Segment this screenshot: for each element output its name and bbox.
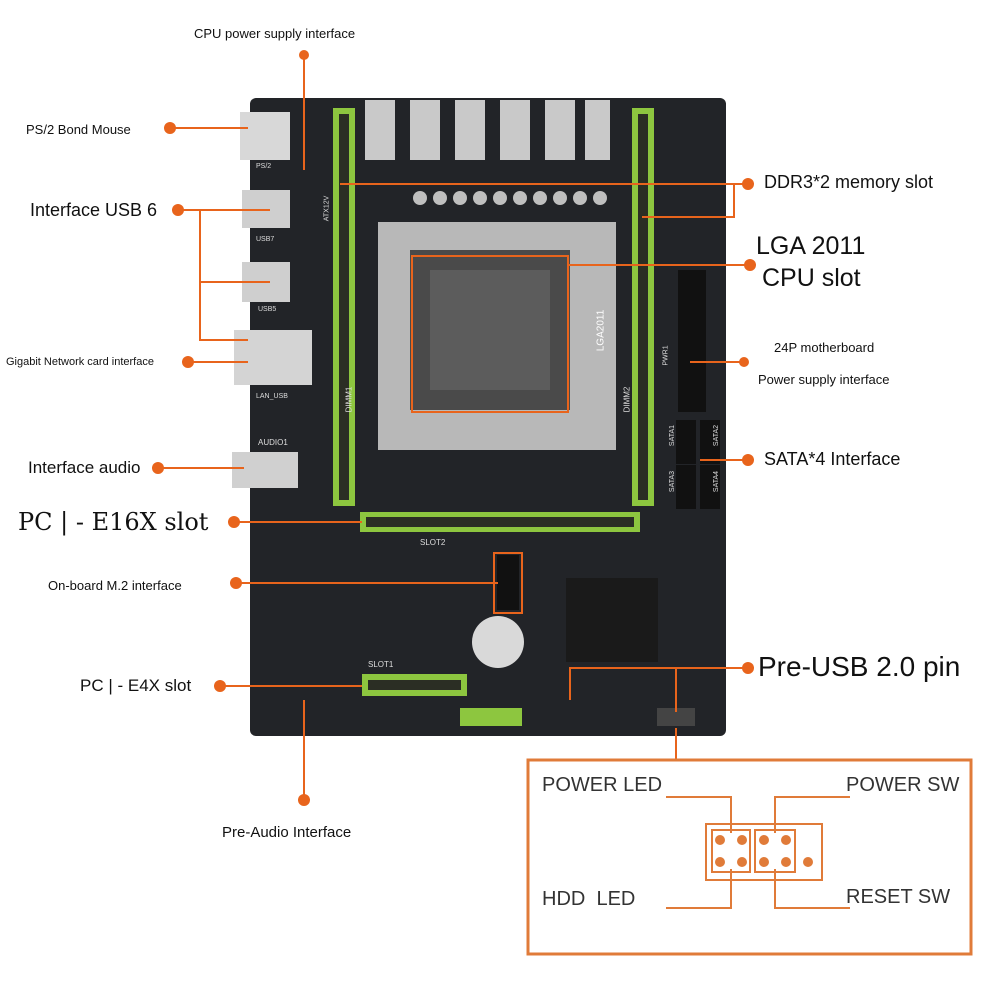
cpu-power-label: CPU power supply interface (194, 26, 356, 41)
audio-label: Interface audio (28, 458, 141, 477)
pinout-pins (715, 835, 813, 867)
lan-usb-text: LAN_USB (256, 393, 288, 400)
pre-audio-label: Pre-Audio Interface (222, 824, 352, 841)
usb6-label: Interface USB 6 (30, 200, 158, 220)
p24-label-line1: 24P motherboard (774, 340, 875, 355)
power-led-label: POWER LED (542, 774, 663, 796)
capacitors (413, 191, 607, 205)
sata-label: SATA*4 Interface (764, 449, 901, 469)
slot2-text: SLOT2 (420, 538, 446, 547)
usb7-text: USB7 (256, 236, 275, 243)
cmos-battery (472, 616, 524, 668)
lan-usb-port (234, 330, 312, 385)
vrm-heatsinks (365, 100, 610, 160)
dimm2-text: DIMM2 (622, 386, 632, 413)
ps2-text: PS/2 (256, 163, 272, 170)
sata2-port (700, 420, 720, 464)
audio-port (232, 452, 298, 488)
pre-usb-label: Pre-USB 2.0 pin (758, 651, 961, 682)
gigabit-label: Gigabit Network card interface (6, 356, 154, 368)
atx12v-text: ATX12V (323, 195, 331, 222)
header-outline (705, 823, 823, 881)
chipset-heatsink (566, 578, 658, 662)
ps2-mouse-label: PS/2 Bond Mouse (26, 122, 131, 137)
front-panel-header (657, 708, 695, 726)
sata1-port (676, 420, 696, 464)
slot1-text: SLOT1 (368, 660, 394, 669)
ps2-port (240, 112, 290, 160)
callout-dots (152, 50, 756, 806)
sata3-text: SATA3 (669, 470, 677, 493)
m2-label: On-board M.2 interface (48, 578, 182, 593)
sata4-text: SATA4 (713, 470, 721, 493)
green-header (460, 708, 522, 726)
p24-label-line2: Power supply interface (758, 372, 890, 387)
sata3-port (676, 465, 696, 509)
lga-label-line2: CPU slot (762, 264, 861, 292)
cpu-highlight (411, 255, 569, 413)
usb5-text: USB5 (258, 306, 277, 313)
callout-lines (158, 55, 748, 800)
m2-slot (497, 555, 519, 610)
power-sw-label: POWER SW (846, 774, 960, 796)
dimm1-text: DIMM1 (344, 386, 354, 413)
sata4-port (700, 465, 720, 509)
ddr3-label: DDR3*2 memory slot (764, 172, 934, 192)
audio1-text: AUDIO1 (258, 438, 288, 447)
reset-sw-label: RESET SW (846, 886, 951, 908)
sata1-text: SATA1 (669, 424, 677, 447)
pcie16-label: PC | - E16X slot (18, 508, 209, 536)
lga2011-text: LGA2011 (595, 309, 607, 352)
pcie4-label: PC | - E4X slot (80, 676, 192, 695)
24p-connector (678, 270, 706, 412)
lga-label-line1: LGA 2011 (756, 232, 866, 260)
hdd-led-label: HDD LED (542, 888, 636, 910)
sata2-text: SATA2 (713, 424, 721, 447)
pinout-lines (666, 796, 850, 909)
pwr1-text: PWR1 (662, 345, 670, 366)
pinout-box (526, 758, 973, 956)
